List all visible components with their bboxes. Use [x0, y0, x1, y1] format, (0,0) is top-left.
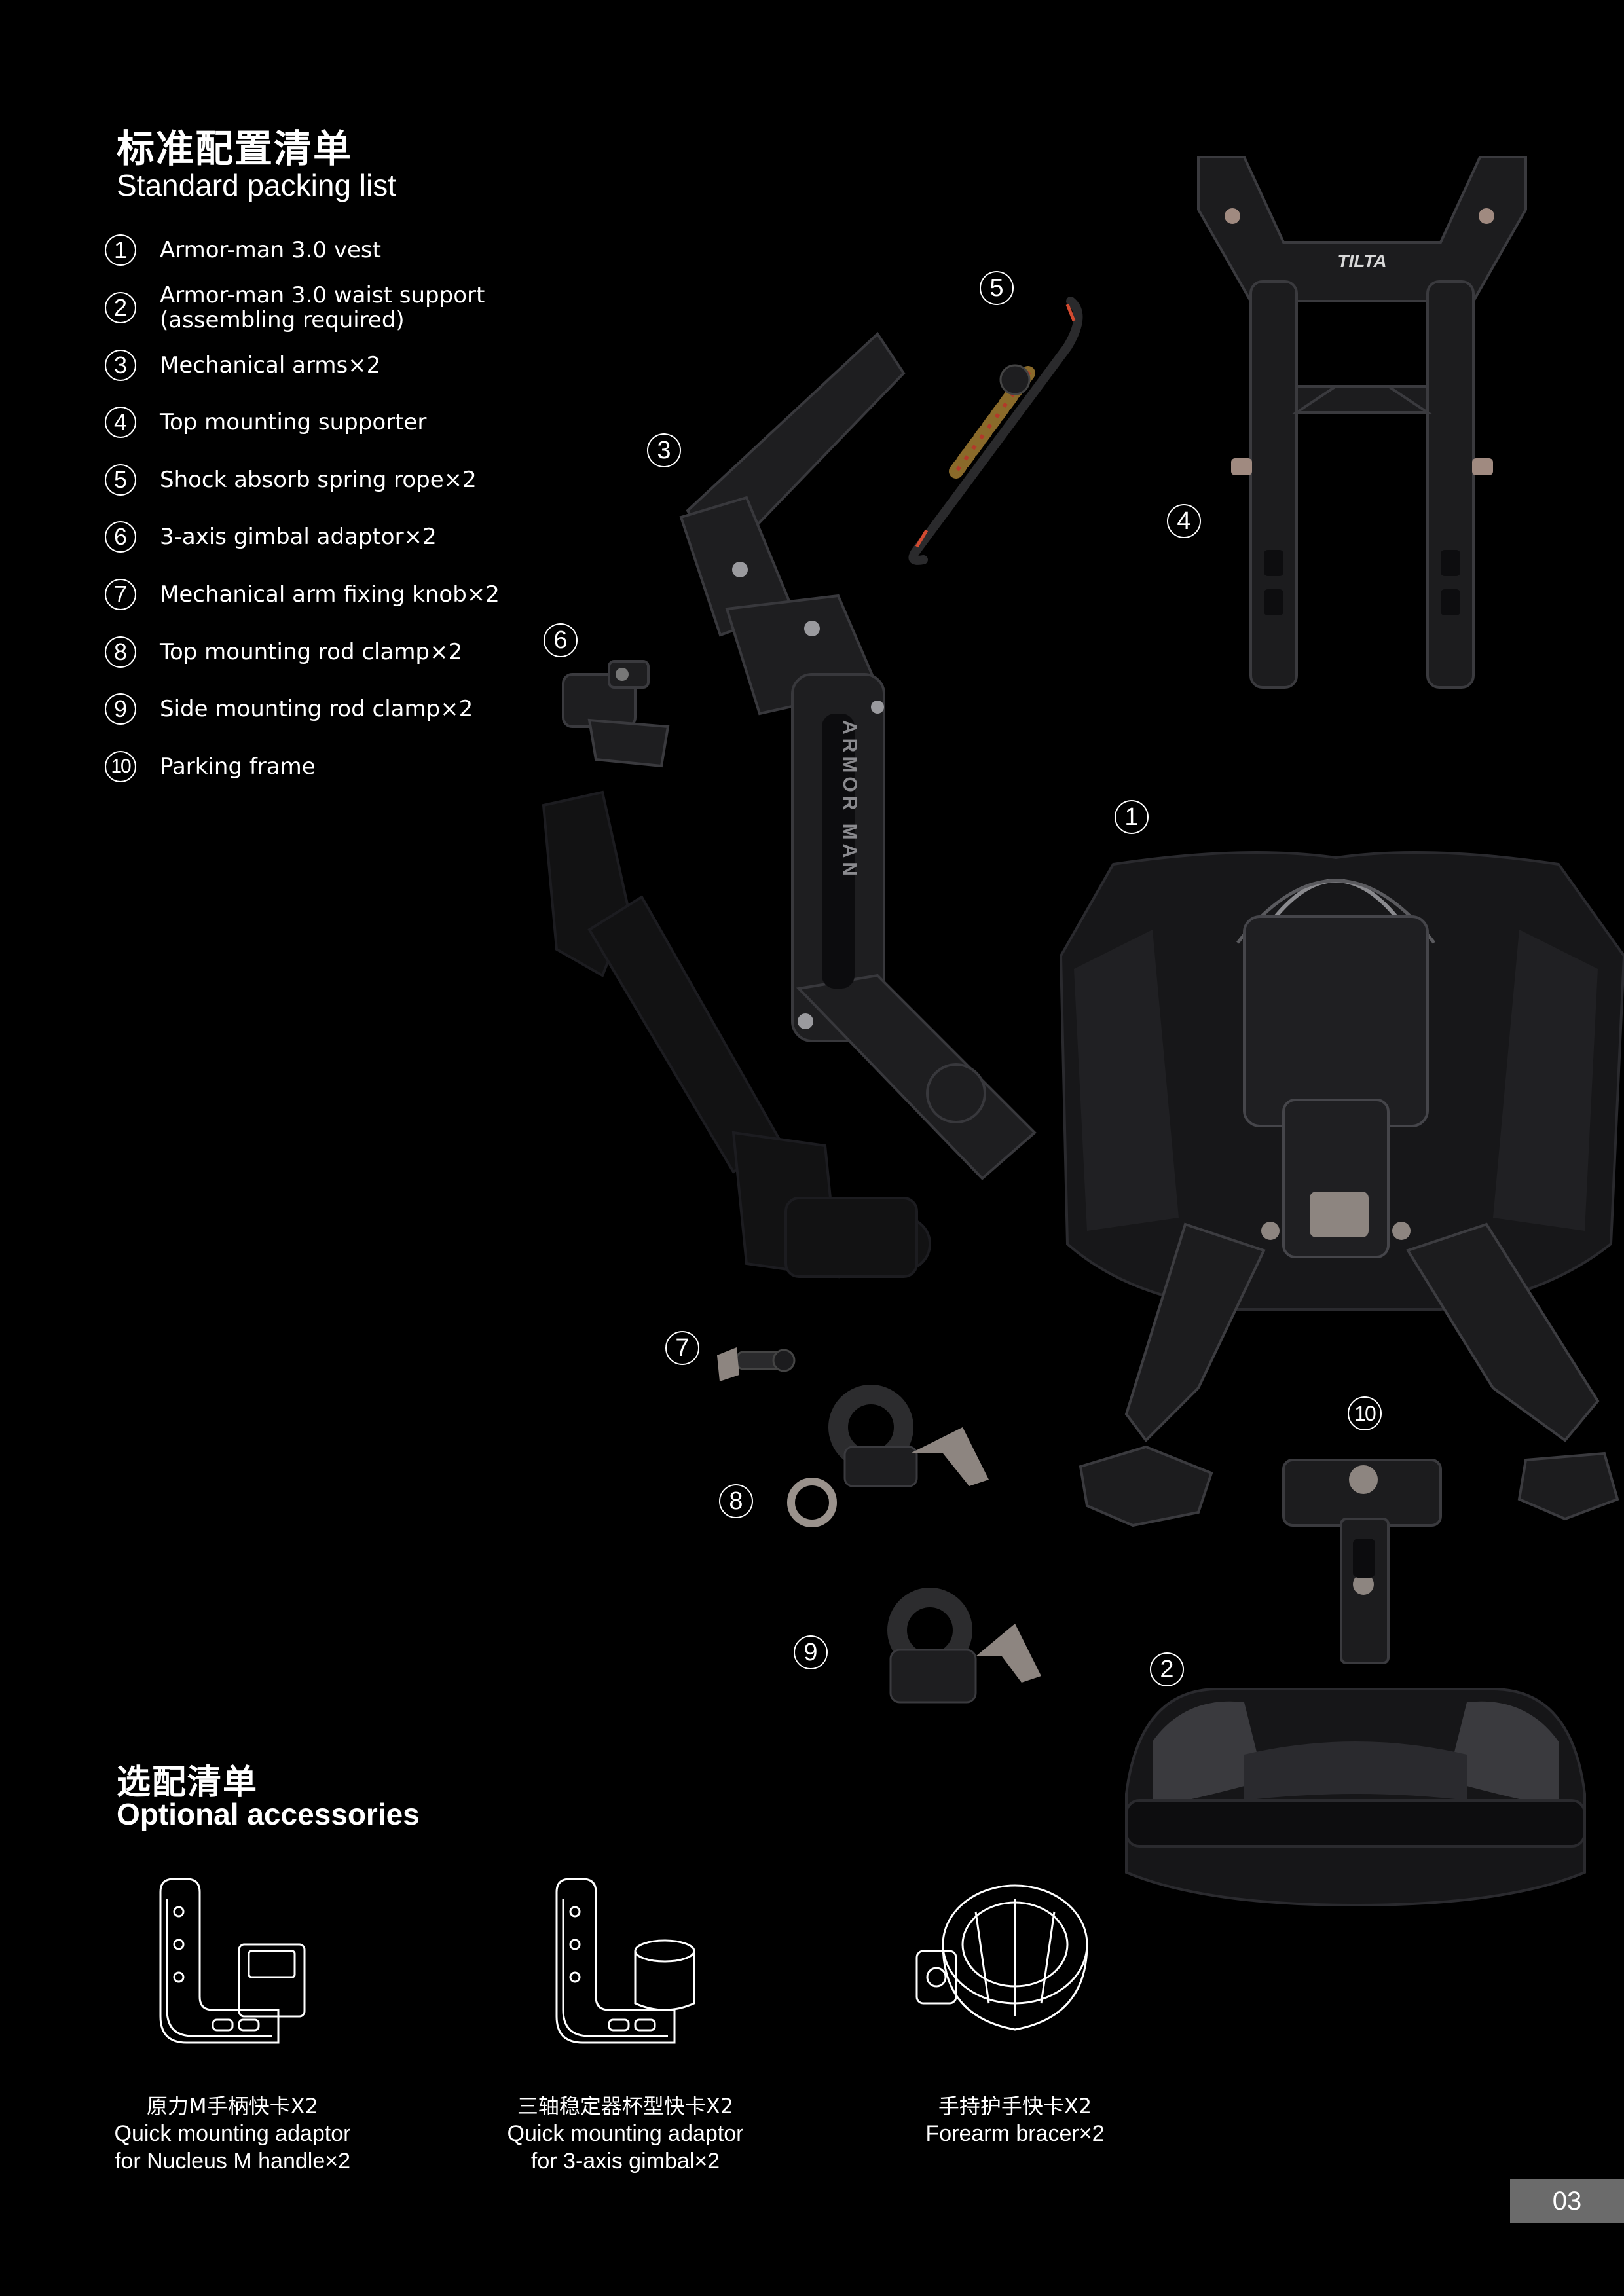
- item-text-line2: (assembling required): [160, 307, 405, 333]
- item-text: Armor-man 3.0 waist support (assembling …: [160, 283, 485, 333]
- nucleus-adaptor-drawing: [159, 1878, 306, 2044]
- page-number: 03: [1510, 2179, 1624, 2223]
- item-text: Side mounting rod clamp×2: [160, 696, 473, 722]
- callout-2: 2: [1150, 1652, 1184, 1686]
- tilta-logo: TILTA: [1337, 251, 1386, 271]
- optional-title-en: Optional accessories: [117, 1797, 420, 1831]
- item-text: Top mounting rod clamp×2: [160, 639, 463, 665]
- callout-5: 5: [980, 271, 1014, 305]
- accessory-caption: 三轴稳定器杯型快卡X2 Quick mounting adaptor for 3…: [485, 2092, 766, 2175]
- item-number: 5: [105, 464, 136, 496]
- item-number: 8: [105, 636, 136, 668]
- forearm-bracer-drawing: [915, 1884, 1088, 2031]
- callout-4: 4: [1167, 504, 1201, 538]
- standard-title-cn: 标准配置清单: [117, 126, 353, 171]
- accessory-caption: 原力M手柄快卡X2 Quick mounting adaptor for Nuc…: [92, 2092, 373, 2175]
- accessory-name-en: Quick mounting adaptor: [507, 2121, 744, 2146]
- gimbal-adaptor-drawing: [555, 1878, 695, 2044]
- list-item: 5 Shock absorb spring rope×2: [105, 464, 477, 496]
- item-text: Armor-man 3.0 vest: [160, 237, 381, 263]
- accessory-name-en-line2: for 3-axis gimbal×2: [530, 2149, 720, 2174]
- accessory-name-en-line2: for Nucleus M handle×2: [114, 2149, 351, 2174]
- accessory-name-cn: 原力M手柄快卡X2: [147, 2094, 318, 2119]
- parking-frame-illustration: [1079, 1445, 1619, 1664]
- vest-illustration: [1059, 851, 1624, 1443]
- item-text: 3-axis gimbal adaptor×2: [160, 524, 437, 550]
- side-rod-clamp-illustration: [887, 1588, 1041, 1704]
- list-item: 1 Armor-man 3.0 vest: [105, 234, 381, 266]
- item-number: 7: [105, 579, 136, 610]
- list-item: 6 3-axis gimbal adaptor×2: [105, 521, 437, 553]
- list-item: 2 Armor-man 3.0 waist support (assemblin…: [105, 283, 485, 333]
- item-number: 2: [105, 292, 136, 323]
- accessory-name-cn: 三轴稳定器杯型快卡X2: [517, 2094, 734, 2119]
- waist-support-illustration: [1125, 1688, 1586, 1907]
- list-item: 4 Top mounting supporter: [105, 407, 426, 438]
- top-rod-clamp-illustration: [787, 1385, 989, 1527]
- optional-title-cn: 选配清单: [117, 1763, 259, 1802]
- accessory-name-en: Forearm bracer×2: [925, 2121, 1105, 2146]
- callout-7: 7: [665, 1331, 699, 1365]
- list-item: 8 Top mounting rod clamp×2: [105, 636, 462, 668]
- list-item: 7 Mechanical arm fixing knob×2: [105, 579, 500, 610]
- mechanical-arms-illustration: ARMOR MAN: [542, 331, 1037, 1279]
- callout-9: 9: [794, 1635, 828, 1669]
- item-number: 3: [105, 350, 136, 381]
- item-number: 10: [105, 751, 136, 782]
- item-text: Parking frame: [160, 754, 316, 780]
- item-text: Mechanical arm fixing knob×2: [160, 581, 500, 608]
- callout-10: 10: [1348, 1396, 1382, 1430]
- standard-title-en: Standard packing list: [117, 168, 397, 202]
- spring-rope-illustration: [908, 297, 1083, 565]
- fixing-knob-illustration: [717, 1347, 796, 1381]
- top-mounting-supporter-illustration: TILTA: [1197, 156, 1527, 689]
- list-item: 10 Parking frame: [105, 751, 316, 782]
- callout-8: 8: [719, 1484, 753, 1518]
- item-number: 6: [105, 521, 136, 553]
- item-number: 4: [105, 407, 136, 438]
- item-text: Shock absorb spring rope×2: [160, 467, 477, 493]
- accessory-caption: 手持护手快卡X2 Forearm bracer×2: [864, 2092, 1166, 2147]
- callout-6: 6: [544, 623, 578, 657]
- item-number: 9: [105, 693, 136, 725]
- accessory-name-en: Quick mounting adaptor: [114, 2121, 351, 2146]
- item-text: Top mounting supporter: [160, 409, 427, 435]
- list-item: 9 Side mounting rod clamp×2: [105, 693, 473, 725]
- callout-3: 3: [647, 433, 681, 467]
- list-item: 3 Mechanical arms×2: [105, 350, 380, 381]
- accessory-name-cn: 手持护手快卡X2: [938, 2094, 1092, 2119]
- item-text: Mechanical arms×2: [160, 352, 381, 378]
- item-text-line1: Armor-man 3.0 waist support: [160, 282, 485, 308]
- item-number: 1: [105, 234, 136, 266]
- arm-label: ARMOR MAN: [839, 720, 860, 880]
- gimbal-adaptor-illustration: [562, 660, 670, 768]
- callout-1: 1: [1115, 800, 1149, 834]
